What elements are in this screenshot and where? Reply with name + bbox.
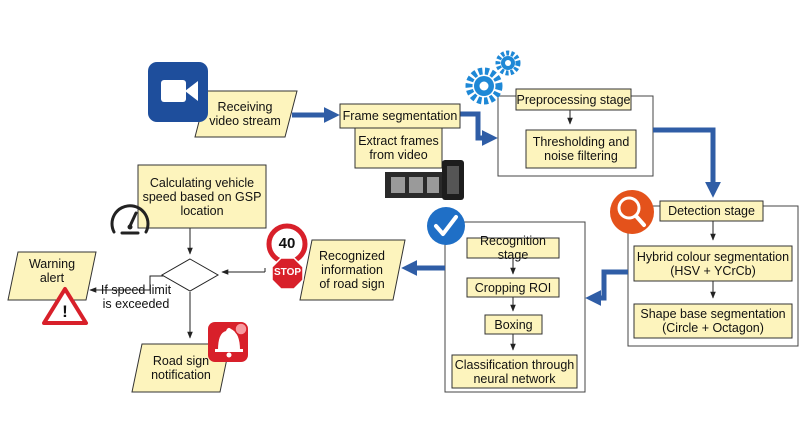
speed-limit-label: If speed limit is exceeded	[100, 283, 172, 311]
shape-label: Shape base segmentation (Circle + Octago…	[640, 307, 786, 335]
preprocessing-label: Preprocessing stage	[516, 92, 631, 107]
preprocessing-box	[515, 88, 632, 111]
stop-sign-icon	[271, 257, 304, 290]
main-flow-arrows	[292, 106, 722, 307]
film-strip-icon	[385, 160, 464, 200]
receiving-label: Receiving video stream	[209, 100, 281, 128]
speed-limit-number: 40	[278, 235, 296, 252]
check-icon	[427, 207, 465, 245]
hybrid-label: Hybrid colour segmentation (HSV + YCrCb)	[636, 249, 790, 278]
frame-segmentation-label: Frame segmentation	[342, 109, 458, 123]
thresholding-box	[525, 129, 637, 169]
speedometer-icon	[110, 204, 150, 235]
detection-label: Detection stage	[668, 204, 755, 218]
warning-mark: !	[62, 302, 68, 321]
search-icon	[610, 190, 654, 234]
arrow-preprocess-to-detection	[653, 127, 722, 198]
recognition-label: Recognition stage	[479, 234, 546, 262]
boxing-box	[484, 314, 543, 335]
recognized-info-parallelogram	[299, 239, 406, 301]
warning-icon	[42, 287, 88, 325]
classification-label: Classification through neural network	[454, 357, 575, 386]
process-boxes	[7, 88, 793, 393]
boxing-label: Boxing	[494, 317, 533, 332]
notification-parallelogram	[131, 343, 231, 393]
shape-box	[633, 303, 793, 339]
arrow-detection-to-recognition	[585, 269, 628, 307]
frame-segmentation-box	[339, 103, 461, 129]
decision-diamond	[160, 258, 220, 292]
calculating-label: Calculating vehicle speed based on GSP l…	[142, 175, 262, 218]
cropping-label: Cropping ROI	[474, 280, 552, 295]
video-camera-icon	[148, 62, 208, 122]
thresholding-label: Thresholding and noise filtering	[532, 135, 630, 163]
recognition-box	[466, 237, 560, 259]
warning-label: Warning alert	[28, 257, 76, 285]
cropping-box	[466, 277, 560, 298]
notification-label: Road sign notification	[151, 354, 211, 382]
detection-box	[659, 200, 764, 222]
sub-flow-arrows	[89, 110, 716, 351]
warning-parallelogram	[7, 251, 97, 301]
gears-icon	[465, 50, 521, 105]
hybrid-box	[633, 245, 793, 282]
extract-frames-label: Extract frames from video	[358, 134, 439, 162]
stop-sign-text: STOP	[273, 267, 302, 278]
recognized-info-label: Recognized information of road sign	[318, 249, 385, 291]
classification-box	[451, 354, 578, 389]
arrow-frame-to-preprocess	[460, 111, 498, 147]
bell-icon	[208, 322, 248, 362]
calculating-box	[137, 164, 267, 229]
extract-frames-box	[354, 127, 443, 169]
